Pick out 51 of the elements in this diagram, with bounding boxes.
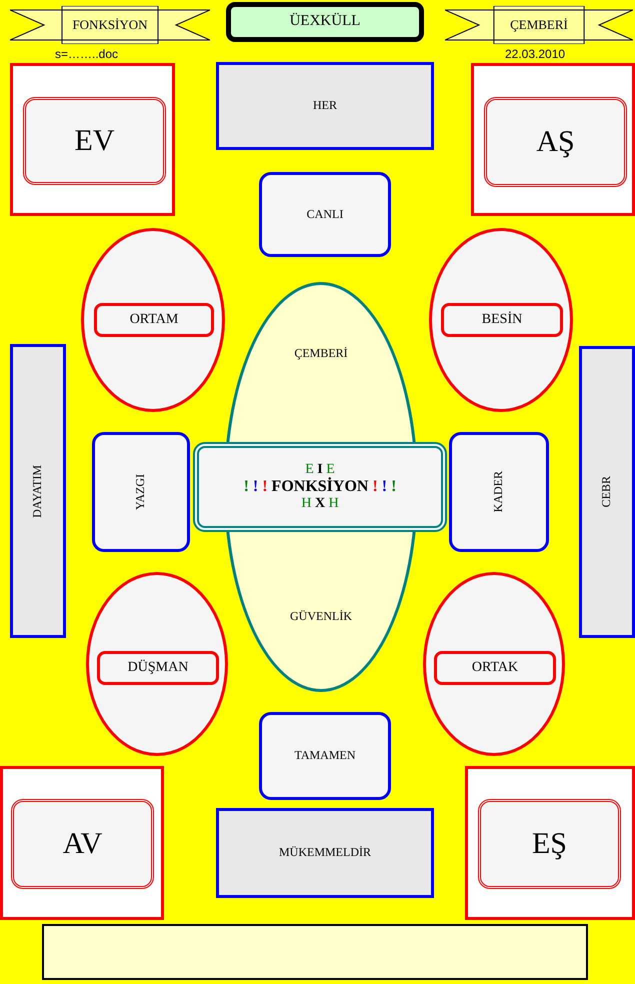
box-label: FONKSİYON bbox=[72, 18, 148, 32]
rounded-box bbox=[441, 303, 563, 337]
note-text: s=……..doc bbox=[55, 47, 118, 61]
frame-box bbox=[471, 63, 635, 216]
rounded-box bbox=[478, 799, 621, 889]
box-label: ÇEMBERİ bbox=[294, 347, 348, 361]
box-label: AŞ bbox=[536, 124, 575, 160]
box-label: AV bbox=[62, 826, 102, 862]
box-label: ! ! ! FONKSİYON ! ! ! bbox=[244, 478, 396, 496]
ribbon-banner bbox=[10, 6, 210, 44]
box-label: ORTAK bbox=[472, 660, 518, 676]
box-label: BESİN bbox=[482, 312, 522, 328]
frame-box bbox=[0, 766, 164, 920]
rounded-box bbox=[23, 97, 166, 185]
title-box bbox=[226, 2, 424, 42]
box-label: KADER bbox=[492, 471, 506, 513]
box-label: H X H bbox=[301, 496, 339, 512]
text-box bbox=[216, 808, 434, 898]
box-label: ORTAM bbox=[130, 312, 178, 328]
frame-box bbox=[465, 766, 635, 920]
box-label: DAYATIM bbox=[31, 464, 45, 518]
box-label: CANLI bbox=[306, 208, 344, 222]
box-label: ÇEMBERİ bbox=[510, 18, 568, 32]
box-label: HER bbox=[313, 99, 337, 113]
text-box bbox=[10, 344, 66, 638]
scroll-banner bbox=[42, 924, 588, 980]
rounded-box bbox=[259, 172, 391, 257]
rounded-box bbox=[193, 442, 447, 532]
rounded-box bbox=[11, 799, 154, 889]
ribbon-banner bbox=[445, 6, 633, 44]
rounded-box bbox=[94, 303, 214, 337]
rounded-box bbox=[97, 651, 219, 685]
text-box bbox=[216, 62, 434, 150]
rounded-box bbox=[259, 712, 391, 800]
box-label: MÜKEMMELDİR bbox=[279, 846, 371, 860]
rounded-box bbox=[449, 432, 549, 552]
text-box bbox=[579, 346, 635, 638]
frame-box bbox=[10, 63, 175, 216]
rounded-box bbox=[434, 651, 556, 685]
box-label: YAZGI bbox=[134, 474, 148, 510]
box-label: CEBR bbox=[600, 476, 614, 508]
rounded-box bbox=[92, 432, 190, 552]
note-text: 22.03.2010 bbox=[505, 47, 566, 61]
rounded-box bbox=[484, 97, 627, 187]
box-label: TAMAMEN bbox=[294, 749, 356, 763]
box-label: E I E bbox=[305, 462, 335, 477]
box-label: EV bbox=[74, 124, 114, 158]
box-label: GÜVENLİK bbox=[290, 610, 352, 624]
box-label: DÜŞMAN bbox=[128, 660, 188, 676]
box-label: ÜEXKÜLL bbox=[290, 13, 360, 31]
box-label: EŞ bbox=[532, 826, 567, 862]
